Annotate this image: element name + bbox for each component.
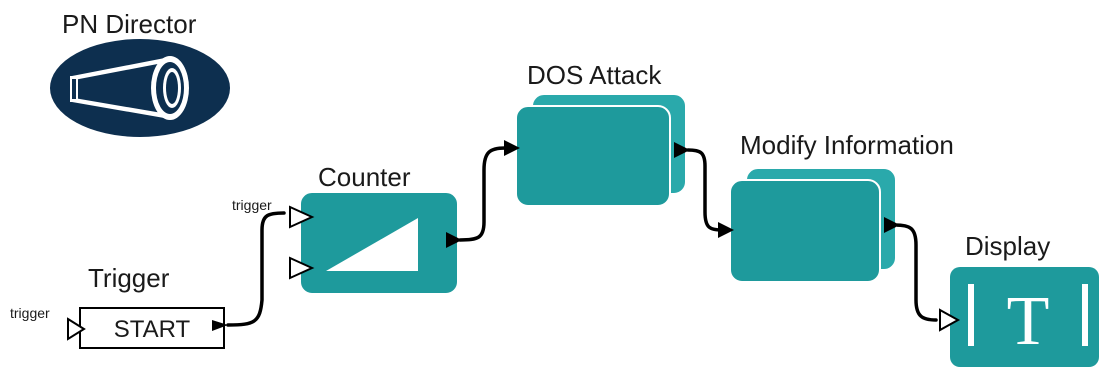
modify-information-label: Modify Information bbox=[740, 130, 954, 160]
counter-trigger-port[interactable] bbox=[289, 205, 315, 229]
director-label: PN Director bbox=[62, 9, 197, 39]
trigger-input-port[interactable] bbox=[67, 317, 86, 341]
display-input-port[interactable] bbox=[939, 308, 961, 332]
dos-attack-actor[interactable]: DOS Attack bbox=[504, 60, 690, 207]
start-button[interactable] bbox=[79, 307, 225, 349]
megaphone-icon bbox=[70, 56, 189, 120]
counter-input-port[interactable] bbox=[289, 256, 315, 280]
wire-dos-to-modify bbox=[686, 148, 724, 232]
wires bbox=[226, 146, 938, 327]
wire-modify-to-display bbox=[893, 223, 938, 322]
trigger-actor[interactable]: Trigger trigger START bbox=[10, 263, 228, 349]
display-body bbox=[950, 267, 1099, 367]
pn-director[interactable]: PN Director bbox=[50, 9, 230, 137]
modify-information-body bbox=[729, 179, 881, 283]
dos-attack-input-port[interactable] bbox=[504, 140, 520, 156]
display-label: Display bbox=[965, 231, 1050, 261]
start-button-label: START bbox=[114, 316, 191, 343]
counter-output-port[interactable] bbox=[446, 232, 462, 248]
display-bar-left bbox=[968, 284, 974, 346]
trigger-output-port[interactable] bbox=[212, 320, 228, 331]
trigger-label: Trigger bbox=[88, 263, 170, 293]
dos-attack-body bbox=[515, 105, 671, 207]
ramp-icon bbox=[326, 218, 418, 271]
counter-input-port-label: trigger bbox=[232, 197, 272, 213]
display-bar-right bbox=[1082, 284, 1088, 346]
modify-information-input-port[interactable] bbox=[718, 222, 734, 238]
dos-attack-label: DOS Attack bbox=[527, 60, 662, 90]
modify-information-actor[interactable]: Modify Information bbox=[718, 130, 954, 283]
display-actor[interactable]: Display T bbox=[939, 231, 1099, 367]
trigger-input-port-label: trigger bbox=[10, 305, 50, 321]
counter-label: Counter bbox=[318, 162, 411, 192]
wire-trigger-to-counter bbox=[226, 211, 286, 327]
dos-attack-output-port[interactable] bbox=[674, 142, 690, 158]
modify-information-output-port[interactable] bbox=[884, 217, 900, 233]
counter-actor[interactable]: Counter trigger bbox=[232, 162, 462, 295]
display-text-icon: T bbox=[1007, 283, 1050, 360]
wire-counter-to-dos bbox=[458, 146, 507, 242]
